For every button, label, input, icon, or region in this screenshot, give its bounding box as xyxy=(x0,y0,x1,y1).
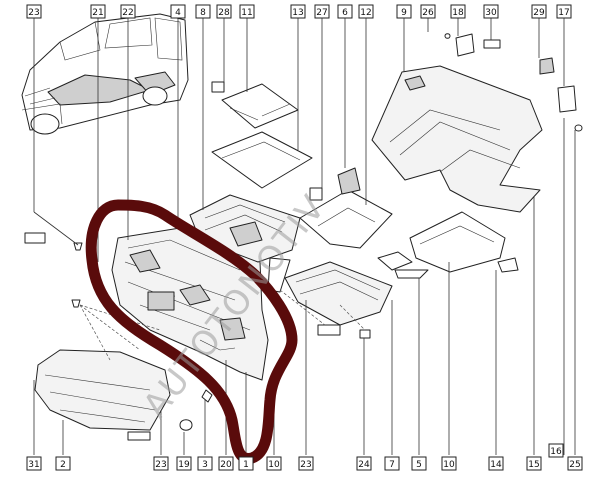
callout-25: 25 xyxy=(567,456,583,471)
small-parts xyxy=(444,33,583,132)
svg-text:31: 31 xyxy=(28,460,39,470)
svg-text:22: 22 xyxy=(122,8,133,18)
svg-text:20: 20 xyxy=(220,460,232,470)
lower-shield-part xyxy=(34,349,193,441)
svg-text:23: 23 xyxy=(28,8,39,18)
svg-text:23: 23 xyxy=(300,460,311,470)
middle-floor-parts xyxy=(299,167,393,249)
svg-text:5: 5 xyxy=(416,460,422,470)
rear-mat-part xyxy=(409,211,519,273)
mat-parts xyxy=(211,81,313,189)
svg-text:23: 23 xyxy=(155,460,166,470)
svg-text:28: 28 xyxy=(218,8,230,18)
callout-26: 26 xyxy=(420,4,436,19)
callout-23-top: 23 xyxy=(26,4,42,19)
rear-floor-part xyxy=(371,65,543,213)
callout-1: 1 xyxy=(238,456,254,471)
callout-3: 3 xyxy=(197,456,213,471)
vehicle-thumbnail xyxy=(21,13,189,135)
callout-2: 2 xyxy=(55,456,71,471)
svg-text:30: 30 xyxy=(485,8,497,18)
callout-31: 31 xyxy=(26,456,42,471)
callout-8: 8 xyxy=(195,4,211,19)
callout-18: 18 xyxy=(450,4,466,19)
svg-text:24: 24 xyxy=(358,460,370,470)
clip-parts xyxy=(24,232,371,403)
svg-text:10: 10 xyxy=(443,460,455,470)
callout-4: 4 xyxy=(170,4,186,19)
svg-text:27: 27 xyxy=(316,8,327,18)
callout-11: 11 xyxy=(239,4,255,19)
callout-5: 5 xyxy=(411,456,427,471)
svg-text:9: 9 xyxy=(401,8,407,18)
callout-10-small: 10 xyxy=(266,456,282,471)
svg-text:1: 1 xyxy=(243,460,249,470)
callout-27: 27 xyxy=(314,4,330,19)
callout-24: 24 xyxy=(356,456,372,471)
callout-9: 9 xyxy=(396,4,412,19)
callout-15: 15 xyxy=(526,456,542,471)
svg-text:15: 15 xyxy=(528,460,539,470)
callout-20: 20 xyxy=(218,456,234,471)
svg-text:14: 14 xyxy=(490,460,502,470)
svg-text:2: 2 xyxy=(60,460,66,470)
svg-text:3: 3 xyxy=(202,460,208,470)
svg-text:21: 21 xyxy=(92,8,103,18)
callout-29: 29 xyxy=(531,4,547,19)
callout-16: 16 xyxy=(548,443,564,458)
callout-28: 28 xyxy=(216,4,232,19)
callout-12: 12 xyxy=(358,4,374,19)
callout-22: 22 xyxy=(120,4,136,19)
callout-23-bottom-mid: 23 xyxy=(298,456,314,471)
callout-23-bottom-left: 23 xyxy=(153,456,169,471)
svg-text:10: 10 xyxy=(268,460,280,470)
svg-text:26: 26 xyxy=(422,8,434,18)
svg-text:11: 11 xyxy=(241,8,252,18)
svg-text:19: 19 xyxy=(178,460,190,470)
svg-text:6: 6 xyxy=(342,8,348,18)
callout-30: 30 xyxy=(483,4,499,19)
svg-text:7: 7 xyxy=(389,460,395,470)
callout-21: 21 xyxy=(90,4,106,19)
dash-insulation-part xyxy=(111,227,269,381)
svg-text:18: 18 xyxy=(452,8,464,18)
highlight-outline xyxy=(85,199,298,464)
callout-19: 19 xyxy=(176,456,192,471)
callout-7: 7 xyxy=(384,456,400,471)
callout-10: 10 xyxy=(441,456,457,471)
tunnel-parts xyxy=(267,251,429,326)
callout-13: 13 xyxy=(290,4,306,19)
callout-17: 17 xyxy=(556,4,572,19)
svg-text:12: 12 xyxy=(360,8,371,18)
svg-text:4: 4 xyxy=(175,8,181,18)
svg-text:16: 16 xyxy=(550,447,562,457)
svg-text:17: 17 xyxy=(558,8,569,18)
svg-text:8: 8 xyxy=(200,8,206,18)
svg-text:29: 29 xyxy=(533,8,545,18)
svg-text:25: 25 xyxy=(569,460,580,470)
callout-14: 14 xyxy=(488,456,504,471)
callout-6: 6 xyxy=(337,4,353,19)
svg-text:13: 13 xyxy=(292,8,303,18)
